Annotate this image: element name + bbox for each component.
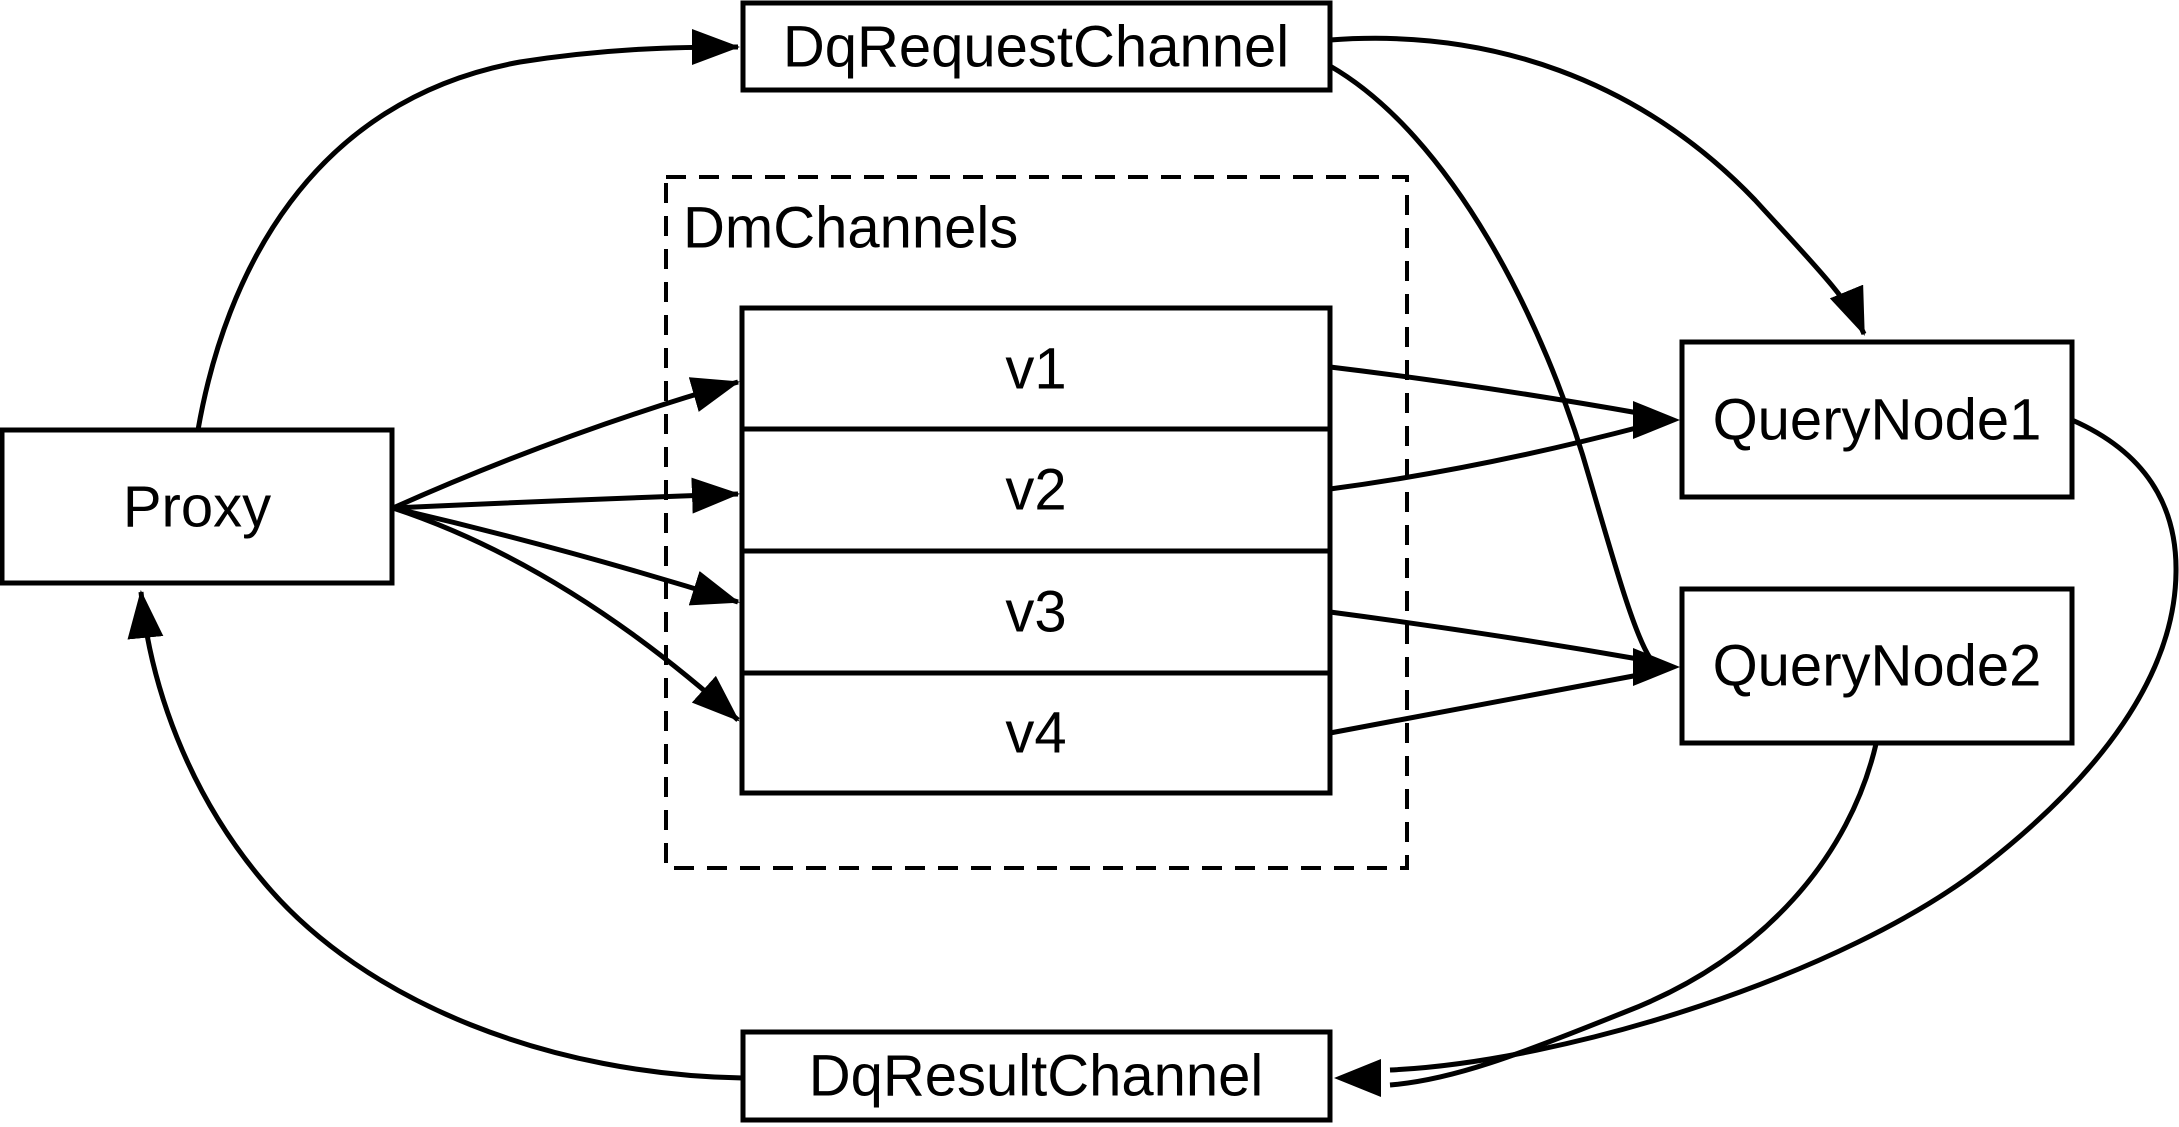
edge-proxy-to-v4 [392, 505, 740, 722]
node-dq-result-channel: DqResultChannel [740, 1029, 1333, 1123]
edge-proxy-to-v1 [391, 377, 740, 511]
dm-channels-group: DmChannels v1 v2 v3 v4 [664, 175, 1409, 870]
query-node-1-box [1679, 339, 2075, 500]
edge-dqresultchannel-to-proxy [127, 590, 744, 1081]
edge-v2-to-querynode1 [1329, 423, 1645, 492]
edges [127, 29, 2179, 1097]
edge-dqrequestchannel-to-querynode1 [1329, 35, 1867, 336]
query-node-2-label: QueryNode2 [1713, 634, 2042, 699]
node-query-node-2: QueryNode2 [1679, 586, 2075, 746]
channel-v4-label: v4 [1005, 701, 1066, 766]
dq-request-channel-box [740, 0, 1333, 93]
channel-v2-label: v2 [1005, 458, 1066, 523]
edge-v4-to-querynode2 [1329, 671, 1645, 736]
node-proxy: Proxy [0, 427, 395, 586]
edge-v1-to-querynode1 [1329, 364, 1645, 417]
edge-querynode1-to-dqresultchannel [1389, 417, 2179, 1073]
arrowhead-querynode1-left [1633, 401, 1680, 439]
arrowhead-querynode2-left [1633, 648, 1680, 686]
proxy-label: Proxy [123, 475, 271, 540]
edge-proxy-to-v3 [392, 505, 740, 606]
channel-v3-label: v3 [1005, 580, 1066, 645]
dq-result-channel-label: DqResultChannel [809, 1044, 1264, 1109]
dm-channels-dashed-border [664, 175, 1409, 870]
channel-stack: v1 v2 v3 v4 [739, 305, 1333, 796]
query-node-1-label: QueryNode1 [1713, 388, 2042, 453]
dq-result-channel-box [740, 1029, 1333, 1123]
edge-dqrequestchannel-to-querynode2 [1328, 63, 1653, 660]
edge-querynode2-to-dqresultchannel [1389, 743, 1879, 1088]
edge-v3-to-querynode2 [1329, 609, 1645, 663]
dm-channels-label: DmChannels [683, 196, 1018, 261]
proxy-box [0, 427, 395, 586]
query-node-2-box [1679, 586, 2075, 746]
arrowhead-dqresultchannel-right [1334, 1059, 1381, 1097]
node-dq-request-channel: DqRequestChannel [740, 0, 1333, 93]
edge-proxy-to-dqrequestchannel [195, 29, 740, 431]
channel-v1-label: v1 [1005, 337, 1066, 402]
dq-request-channel-label: DqRequestChannel [783, 15, 1289, 80]
node-query-node-1: QueryNode1 [1679, 339, 2075, 500]
edge-proxy-to-v2 [392, 477, 740, 514]
